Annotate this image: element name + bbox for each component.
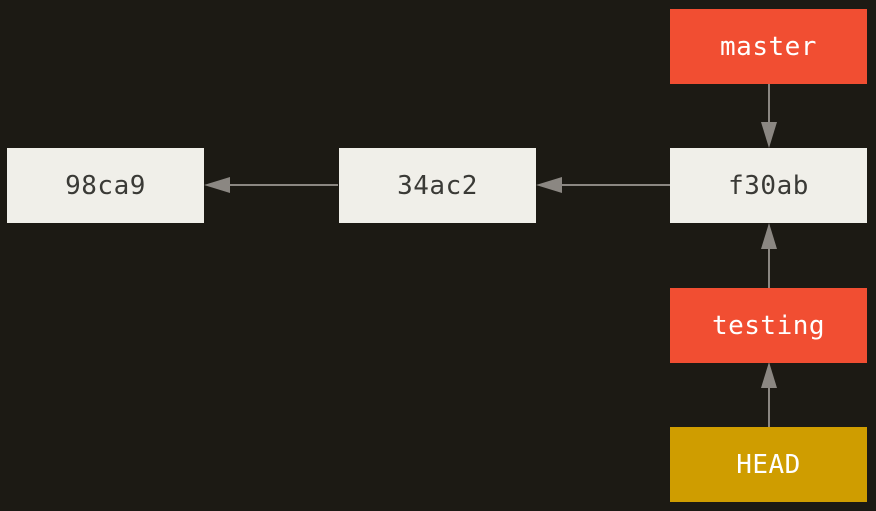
commit-34ac2: 34ac2 bbox=[339, 148, 536, 223]
arrowhead-f30ab-bottom bbox=[761, 223, 777, 249]
branch-master: master bbox=[670, 9, 867, 84]
commit-f30ab: f30ab bbox=[670, 148, 867, 223]
branch-testing: testing bbox=[670, 288, 867, 363]
commit-98ca9: 98ca9 bbox=[7, 148, 204, 223]
arrowhead-98ca9 bbox=[204, 177, 230, 193]
arrowhead-f30ab-top bbox=[761, 122, 777, 148]
arrowhead-testing bbox=[761, 362, 777, 388]
head-pointer: HEAD bbox=[670, 427, 867, 502]
arrowhead-34ac2 bbox=[536, 177, 562, 193]
